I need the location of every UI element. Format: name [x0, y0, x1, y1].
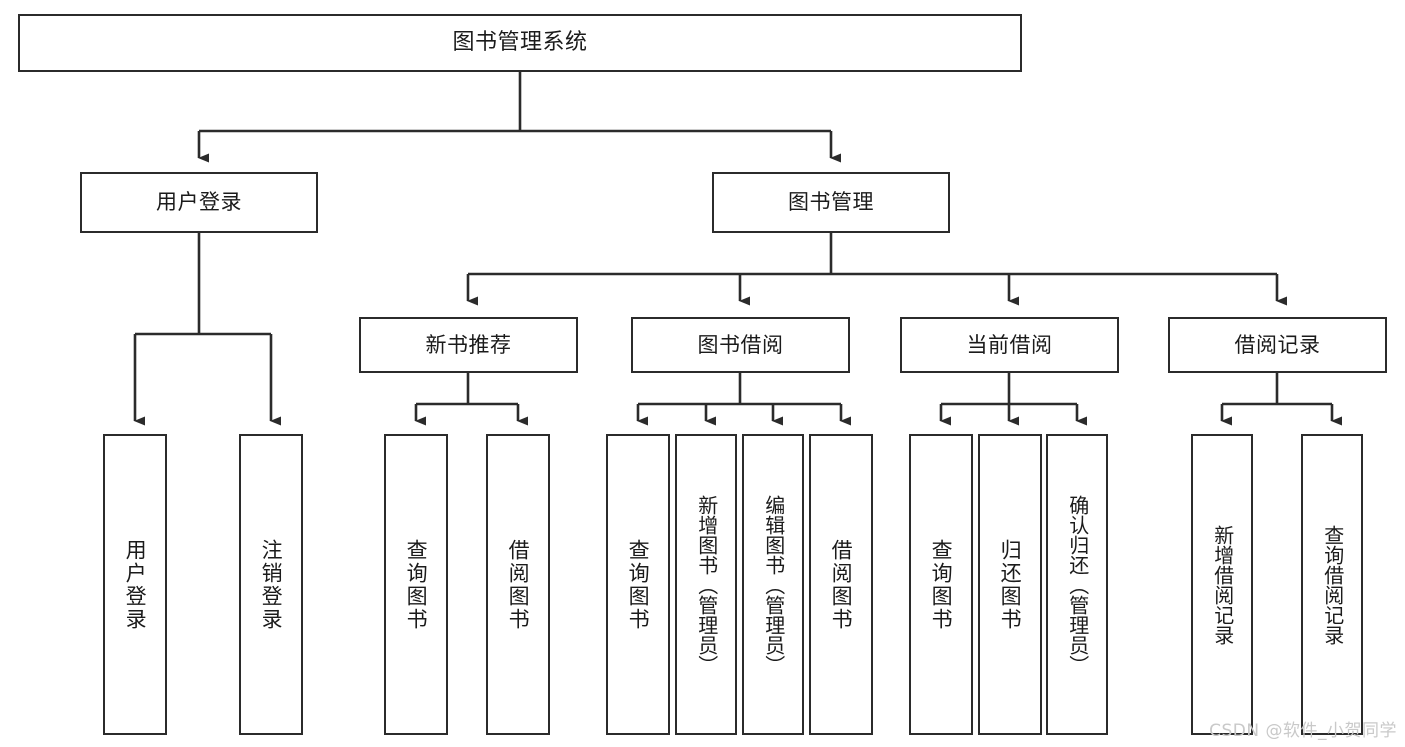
node-label: 确认归还（管理员） [1065, 494, 1090, 675]
node-label: 图书借阅 [697, 332, 784, 357]
leaf-query-book-3[interactable]: 查询图书 [909, 434, 973, 735]
node-book-borrow[interactable]: 图书借阅 [631, 317, 850, 373]
leaf-borrow-book-1[interactable]: 借阅图书 [486, 434, 550, 735]
leaf-query-book-1[interactable]: 查询图书 [384, 434, 448, 735]
node-label: 当前借阅 [966, 332, 1053, 357]
node-current-borrow[interactable]: 当前借阅 [900, 317, 1119, 373]
node-label: 图书管理 [788, 190, 874, 215]
node-root-system[interactable]: 图书管理系统 [18, 14, 1022, 72]
node-label: 编辑图书（管理员） [761, 494, 786, 675]
leaf-user-login[interactable]: 用户登录 [103, 434, 167, 735]
leaf-confirm-return[interactable]: 确认归还（管理员） [1046, 434, 1108, 735]
node-new-book-rec[interactable]: 新书推荐 [359, 317, 578, 373]
leaf-borrow-book-2[interactable]: 借阅图书 [809, 434, 873, 735]
node-label: 用户登录 [123, 538, 148, 631]
leaf-add-record[interactable]: 新增借阅记录 [1191, 434, 1253, 735]
node-label: 借阅记录 [1234, 332, 1321, 357]
node-label: 图书管理系统 [452, 30, 588, 56]
csdn-watermark: CSDN @软件_小贺同学 [1209, 721, 1397, 741]
leaf-user-logout[interactable]: 注销登录 [239, 434, 303, 735]
node-label: 查询图书 [929, 538, 954, 631]
node-label: 用户登录 [156, 190, 242, 215]
node-label: 借阅图书 [829, 538, 854, 631]
leaf-edit-book[interactable]: 编辑图书（管理员） [742, 434, 804, 735]
node-user-login[interactable]: 用户登录 [80, 172, 318, 233]
leaf-query-record[interactable]: 查询借阅记录 [1301, 434, 1363, 735]
node-label: 查询借阅记录 [1320, 524, 1345, 645]
leaf-add-book[interactable]: 新增图书（管理员） [675, 434, 737, 735]
node-borrow-record[interactable]: 借阅记录 [1168, 317, 1387, 373]
node-label: 新书推荐 [425, 332, 512, 357]
node-label: 查询图书 [626, 538, 651, 631]
leaf-return-book[interactable]: 归还图书 [978, 434, 1042, 735]
node-label: 查询图书 [404, 538, 429, 631]
node-label: 新增借阅记录 [1210, 524, 1235, 645]
node-label: 借阅图书 [506, 538, 531, 631]
leaf-query-book-2[interactable]: 查询图书 [606, 434, 670, 735]
node-label: 归还图书 [998, 538, 1023, 631]
node-label: 注销登录 [259, 538, 284, 631]
node-label: 新增图书（管理员） [694, 494, 719, 675]
node-book-manage[interactable]: 图书管理 [712, 172, 950, 233]
